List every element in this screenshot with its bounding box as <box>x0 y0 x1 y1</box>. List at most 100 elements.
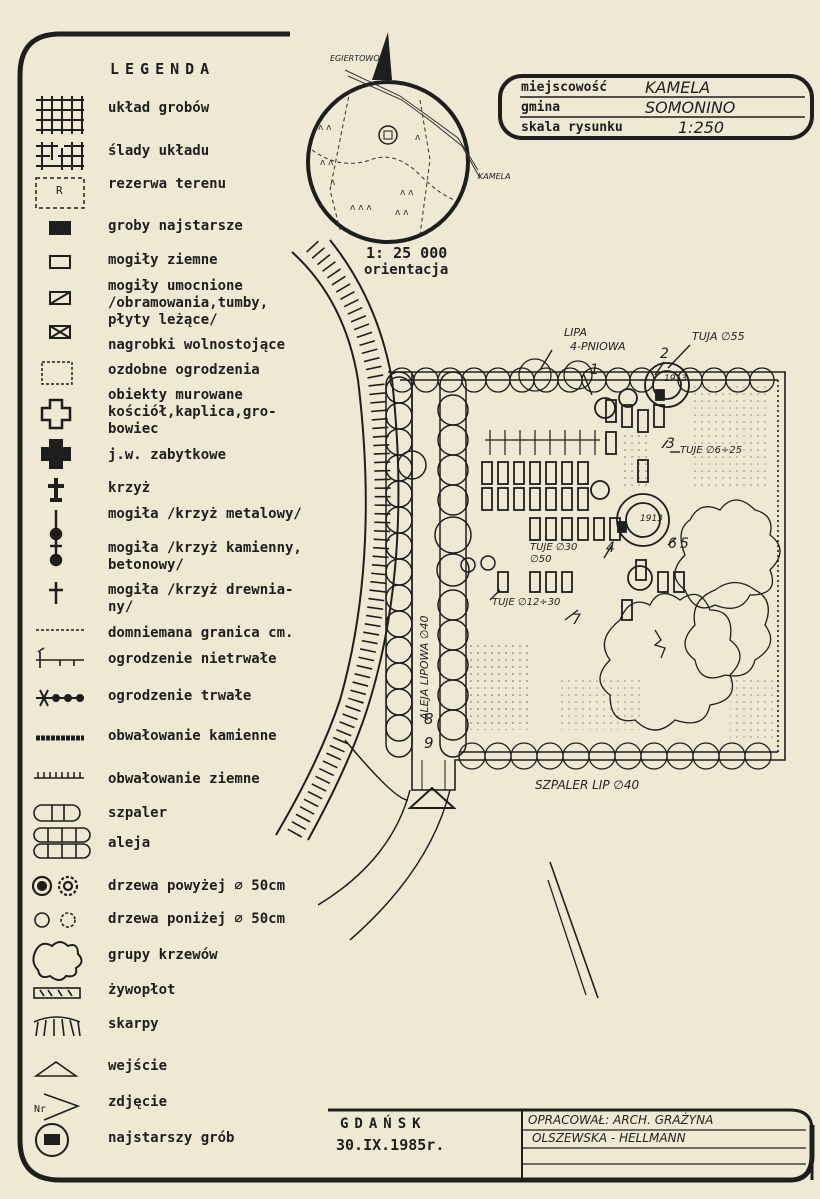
filled-rectangle-icon <box>49 221 71 235</box>
legend-item-label: mogiły ziemne <box>108 252 218 268</box>
legend-item-label: groby najstarsze <box>108 218 243 234</box>
legend-item-label: nagrobki wolnostojące <box>108 337 286 353</box>
hatched-rectangle-icon <box>49 291 71 305</box>
grave-date-label: 1913 <box>664 374 687 384</box>
photo-number-1: 1 <box>590 362 599 378</box>
commune-value: SOMONINO <box>645 98 736 117</box>
legend-item-label: układ grobów <box>108 100 210 116</box>
grave-row-3 <box>529 517 621 541</box>
photo-number-5: 5 <box>680 536 689 552</box>
commune-label: gmina <box>521 100 561 115</box>
wooden-cross-grave-icon <box>49 582 63 604</box>
footer-city: GDAŃSK <box>340 1116 427 1132</box>
place-label-top: EGIERTOWO <box>330 54 380 63</box>
svg-text:ʌ: ʌ <box>330 178 336 188</box>
grave-row-1 <box>481 461 589 485</box>
legend-item-label: aleja <box>108 835 151 851</box>
orientation-scale: 1: 25 000 <box>366 244 448 262</box>
tuje-30-50-label: TUJE ∅30 ∅50 <box>530 542 578 565</box>
large-trees <box>590 362 690 591</box>
locality-value: KAMELA <box>645 78 711 97</box>
legend-item-label: ozdobne ogrodzenia <box>108 362 260 378</box>
grave-date-label: 1913 <box>640 514 663 524</box>
graves <box>481 389 685 621</box>
legend-item-label: ślady układu <box>108 143 210 159</box>
legend-title: LEGENDA <box>110 60 216 78</box>
scale-label: skala rysunku <box>521 120 623 135</box>
svg-text:Nr: Nr <box>34 1104 46 1115</box>
avenue-icon <box>33 827 91 859</box>
orientation-label: orientacja <box>364 262 449 278</box>
legend-item-label: obiekty murowane kościół,kaplica,gro- bo… <box>108 387 277 437</box>
legend-item-label: rezerwa terenu <box>108 176 227 192</box>
large-tree-icon <box>31 875 79 897</box>
legend-item-label: wejście <box>108 1058 168 1074</box>
legend-item-label: obwałowanie ziemne <box>108 771 260 787</box>
crossed-rectangle-icon <box>49 325 71 339</box>
prepared-by-name: OLSZEWSKA - HELLMANN <box>532 1131 686 1145</box>
footer-date: 30.IX.1985r. <box>336 1136 445 1154</box>
legend-item-label: krzyż <box>108 480 151 496</box>
photo-number-9: 9 <box>424 734 434 752</box>
tree-row-icon <box>33 804 81 822</box>
tuja-55-label: TUJA ∅55 <box>692 330 745 343</box>
svg-text:ʌ: ʌ <box>415 133 421 143</box>
lipa-sub-label: 4-PNIOWA <box>570 340 626 353</box>
metal-cross-grave-icon <box>49 510 63 541</box>
svg-text:ʌ ʌ: ʌ ʌ <box>395 208 409 218</box>
photo-number-6: 6 <box>668 536 677 552</box>
stone-cross-grave-icon <box>49 540 63 567</box>
scale-value: 1:250 <box>678 118 725 137</box>
legend-item-label: skarpy <box>108 1016 159 1032</box>
tuje-6-25-label: TUJE ∅6÷25 <box>680 445 743 456</box>
tuje-12-30-label: TUJE ∅12÷30 <box>492 597 561 608</box>
legend-symbols: R Nr <box>31 96 91 1157</box>
legend-item-label: drzewa poniżej ∅ 50cm <box>108 911 286 927</box>
legend-item-label: obwałowanie kamienne <box>108 728 277 744</box>
grave-row-2 <box>481 487 589 511</box>
permanent-fence-icon <box>36 689 84 707</box>
prepared-by-label: OPRACOWAŁ: ARCH. GRAŻYNA <box>528 1113 714 1127</box>
orientation-map: ʌ ʌ ʌ ʌ ʌ ʌ ʌ ʌ ʌ ʌ ʌ ʌ ʌ <box>306 32 481 244</box>
earth-embankment-icon <box>34 772 84 779</box>
hedge-icon <box>33 987 81 999</box>
oldest-grave-icon <box>35 1123 69 1157</box>
title-block-frame <box>498 74 814 140</box>
dashed-rectangle-icon <box>41 361 73 385</box>
shrub-group-icon <box>32 941 83 981</box>
legend-item-label: ogrodzenie trwałe <box>108 688 252 704</box>
partial-grid-pattern-icon <box>36 142 84 170</box>
photo-number-2: 2 <box>660 346 669 362</box>
cemetery-boundary <box>388 371 786 791</box>
photo-number-3: 3 <box>666 436 675 452</box>
cross-icon <box>48 478 64 502</box>
legend-item-label: zdjęcie <box>108 1094 168 1110</box>
photo-number-7: 7 <box>572 612 581 628</box>
legend-item-label: najstarszy grób <box>108 1130 235 1146</box>
svg-text:ʌ ʌ: ʌ ʌ <box>320 158 334 168</box>
photo-markers <box>489 344 691 621</box>
place-label-right: KAMELA <box>478 172 511 181</box>
svg-text:ʌ ʌ: ʌ ʌ <box>400 188 414 198</box>
photo-number-4: 4 <box>606 540 615 556</box>
photo-number-8: 8 <box>424 710 434 728</box>
small-tree-icon <box>34 912 76 928</box>
svg-text:R: R <box>56 184 63 197</box>
szpaler-lip-label: SZPALER LIP ∅40 <box>535 778 640 792</box>
legend-item-label: mogiła /krzyż kamienny, betonowy/ <box>108 540 302 573</box>
locality-label: miejscowość <box>521 80 608 95</box>
reserve-area-icon: R <box>35 177 85 209</box>
photo-direction-icon: Nr <box>34 1093 81 1121</box>
grave-row-4 <box>497 571 685 593</box>
dotted-vegetation <box>470 380 775 740</box>
legend-item-label: domniemana granica cm. <box>108 625 294 641</box>
svg-text:ʌ ʌ ʌ: ʌ ʌ ʌ <box>350 203 372 213</box>
lipa-label: LIPA <box>564 326 587 339</box>
entrance-marker <box>407 786 457 809</box>
slope-icon <box>33 1016 81 1037</box>
temporary-fence-icon <box>36 647 84 668</box>
svg-text:ʌ ʌ: ʌ ʌ <box>318 123 332 133</box>
legend-item-label: mogiła /krzyż metalowy/ <box>108 506 302 522</box>
church-outline-icon <box>40 398 72 430</box>
grave-column-top <box>605 399 665 621</box>
